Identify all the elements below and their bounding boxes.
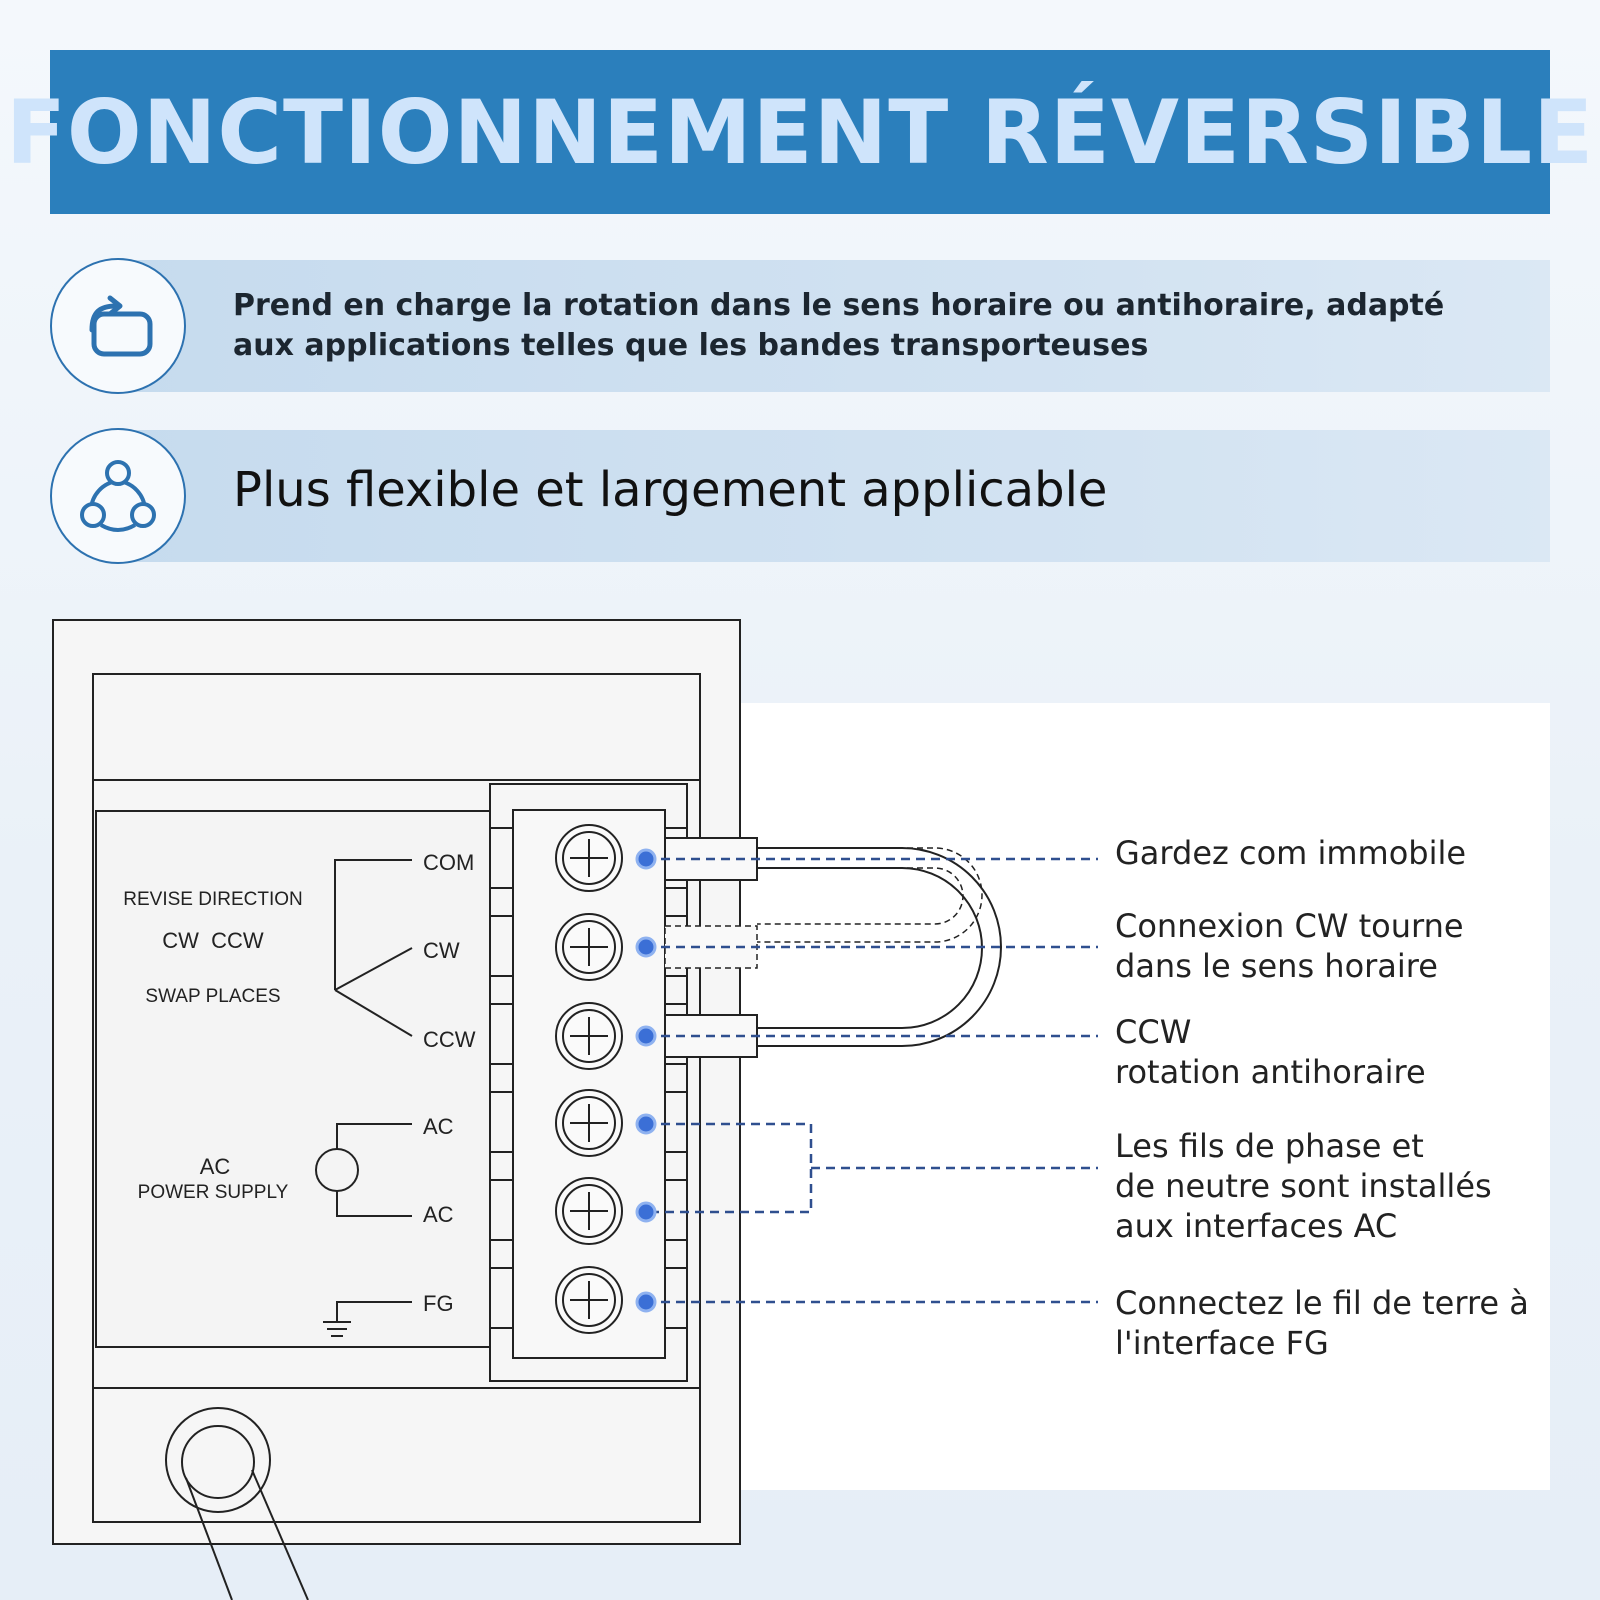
terminal-screw-ccw [555,1002,623,1070]
network-icon [50,428,186,564]
callout-line: Les fils de phase et [1115,1127,1424,1165]
feature-bar [116,260,1550,392]
terminal-dot [635,1025,657,1047]
ground-symbol [323,1301,412,1337]
swap-places-label: SWAP PLACES [145,986,280,1007]
top-cover [92,673,701,781]
revise-direction-label: REVISE DIRECTION [123,889,302,910]
terminal-dot [635,1201,657,1223]
feature-flexible: Plus flexible et largement applicable [50,428,1550,564]
callout-line: l'interface FG [1115,1324,1329,1362]
terminal-dot [635,936,657,958]
callout-line: Connexion CW tourne [1115,907,1464,945]
feature-text: Plus flexible et largement applicable [233,462,1108,518]
rotate-icon [50,258,186,394]
terminal-screw-com [555,824,623,892]
terminal-dot [635,1291,657,1313]
terminal-label-fg: FG [423,1291,454,1316]
cable-gland [165,1407,309,1600]
terminal-dot [635,848,657,870]
callout-line: CCW [1115,1013,1192,1051]
feature-text: Prend en charge la rotation dans le sens… [233,288,1445,363]
terminal-label-com: COM [423,850,474,875]
leader-lines [646,857,1098,1304]
ac-label: AC [200,1154,231,1179]
terminal-screw-ac [555,1089,623,1157]
page-title: FONCTIONNEMENT RÉVERSIBLE [5,80,1595,184]
feature-bar [116,430,1550,562]
callout-line: aux interfaces AC [1115,1207,1398,1245]
terminal-screw-fg [555,1266,623,1334]
callout-line: Connectez le fil de terre à [1115,1284,1529,1322]
cw-ccw-label: CW CCW [162,928,264,953]
callout-line: de neutre sont installés [1115,1167,1492,1205]
callout-line: dans le sens horaire [1115,947,1438,985]
terminal-label-ac: AC [423,1114,454,1139]
terminal-label-ac: AC [423,1202,454,1227]
callout-text: Gardez com immobile [1115,834,1467,872]
power-supply-label: POWER SUPPLY [138,1182,289,1203]
terminal-screw-ac [555,1177,623,1245]
terminal-label-cw: CW [423,938,460,963]
terminal-label-ccw: CCW [423,1027,476,1052]
feature-rotation: Prend en charge la rotation dans le sens… [50,258,1550,394]
callout-panel [740,703,1550,1490]
callout-line: rotation antihoraire [1115,1053,1426,1091]
switch-schematic [334,859,413,1037]
label-panel [95,810,492,1348]
callout-com: Gardez com immobile [1115,833,1466,873]
terminal-dot [635,1113,657,1135]
title-banner: FONCTIONNEMENT RÉVERSIBLE [6,50,1593,214]
ac-source-symbol [315,1123,412,1217]
terminal-screw-cw [555,913,623,981]
